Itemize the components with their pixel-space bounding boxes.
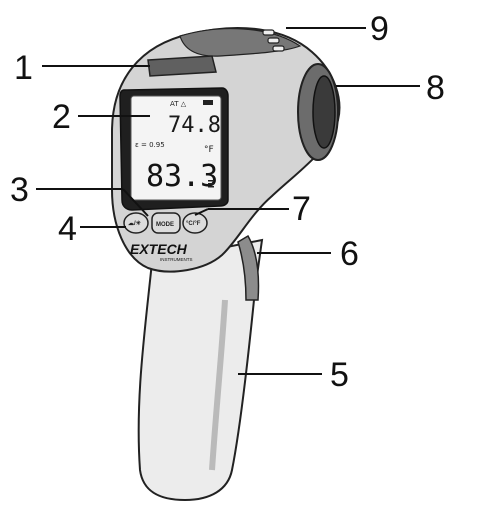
lcd-bars-icon (208, 180, 214, 188)
callout-4: 4 (58, 210, 77, 248)
unit-button-label: °C/°F (186, 221, 201, 227)
brand-sub: INSTRUMENTS (160, 257, 193, 262)
callout-5: 5 (330, 356, 349, 394)
lcd-upper-value: 74.8 (168, 113, 221, 138)
leader-3b (122, 188, 149, 217)
vent-slots (262, 29, 285, 52)
handle (137, 238, 264, 502)
laser-window (147, 55, 217, 77)
unit-button[interactable]: °C/°F (182, 212, 208, 234)
mode-button-label: MODE (156, 222, 174, 228)
lcd-main-value: 83.3 (146, 159, 218, 194)
callout-2: 2 (52, 98, 71, 136)
callout-8: 8 (426, 69, 445, 107)
leader-7b (194, 208, 209, 216)
battery-icon (203, 100, 213, 105)
lcd-unit: °F (204, 145, 214, 155)
handle-grip (209, 299, 228, 471)
callout-3: 3 (10, 171, 29, 209)
callout-6: 6 (340, 235, 359, 273)
laser-button-label: ☁/☀ (128, 220, 141, 227)
callout-lines (36, 27, 420, 375)
laser-backlight-button[interactable]: ☁/☀ (123, 212, 149, 234)
trigger (237, 234, 260, 301)
lens (312, 75, 336, 149)
mode-button[interactable]: MODE (151, 212, 181, 234)
callout-7: 7 (292, 190, 311, 228)
callout-1: 1 (14, 49, 33, 87)
callout-9: 9 (370, 10, 389, 48)
lcd-emissivity: ε = 0.95 (135, 141, 165, 149)
lcd-top-label: AT △ (170, 100, 187, 108)
lcd-screen (130, 95, 222, 201)
brand-logo: EXTECH (130, 241, 188, 257)
